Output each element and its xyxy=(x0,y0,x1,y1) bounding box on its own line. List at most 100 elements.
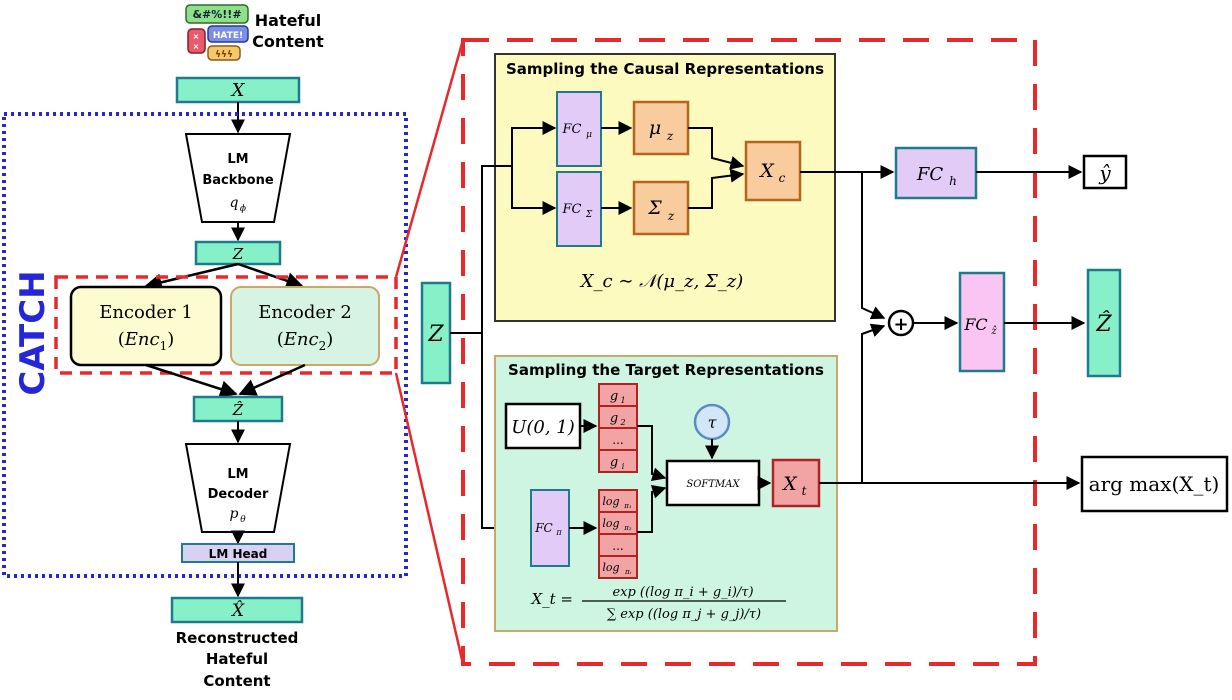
zoom-line-bottom xyxy=(394,372,465,665)
svg-text:X̂: X̂ xyxy=(230,601,245,621)
z-latent-box[interactable]: Z xyxy=(194,240,282,266)
catch-label: CATCH xyxy=(13,270,53,395)
svg-text:πᵢ: πᵢ xyxy=(624,568,632,576)
svg-text:p: p xyxy=(230,506,239,522)
x-hat-output-box[interactable]: X̂ xyxy=(170,596,304,624)
fc-zhat-box[interactable]: FC ẑ xyxy=(958,271,1006,373)
svg-text:LM: LM xyxy=(227,152,248,167)
svg-text:h: h xyxy=(949,174,957,188)
svg-text:θ: θ xyxy=(240,515,246,525)
svg-text:ϟϟϟ: ϟϟϟ xyxy=(215,50,233,60)
reconstructed-label-line1: Reconstructed xyxy=(176,629,299,647)
svg-text:g: g xyxy=(610,411,618,426)
svg-text:FC: FC xyxy=(562,122,582,137)
svg-text:FC: FC xyxy=(916,164,943,185)
svg-text:LM: LM xyxy=(227,467,248,482)
svg-text:Σ: Σ xyxy=(647,197,662,219)
gumbel-softmax-formula: X_t = exp ((log π_i + g_i)/τ) ∑ exp ((lo… xyxy=(530,585,786,622)
lm-head-box[interactable]: LM Head xyxy=(181,543,295,563)
svg-text:g: g xyxy=(610,389,618,404)
mu-z-box[interactable]: μ z xyxy=(632,100,690,156)
svg-text:Encoder 2: Encoder 2 xyxy=(258,302,352,323)
concat-plus-node: + xyxy=(887,309,915,337)
svg-text:X: X xyxy=(781,473,798,495)
svg-text:U(0, 1): U(0, 1) xyxy=(511,417,575,438)
svg-text:i: i xyxy=(622,462,625,471)
svg-text:FC: FC xyxy=(562,202,582,217)
svg-text:Encoder 1: Encoder 1 xyxy=(99,302,193,323)
svg-text:LM Head: LM Head xyxy=(209,547,268,561)
reconstructed-label-line2: Hateful xyxy=(206,650,268,668)
sigma-z-box[interactable]: Σ z xyxy=(632,180,690,236)
svg-text:log: log xyxy=(602,517,619,530)
svg-text:...: ... xyxy=(612,539,623,553)
tau-temperature-node[interactable]: τ xyxy=(693,403,731,441)
svg-text:+: + xyxy=(893,314,908,335)
svg-text:FC: FC xyxy=(963,315,987,334)
zoom-line-top xyxy=(394,39,465,278)
lm-backbone-block[interactable]: LM Backbone q ϕ xyxy=(184,133,292,223)
causal-panel-title: Sampling the Causal Representations xyxy=(506,60,824,78)
svg-text:1: 1 xyxy=(620,396,625,405)
hateful-content-icon: &#%!!# HATE! × × ϟϟϟ xyxy=(185,4,249,61)
svg-text:exp ((log π_i + g_i)/τ): exp ((log π_i + g_i)/τ) xyxy=(612,585,753,600)
target-panel-title: Sampling the Target Representations xyxy=(508,361,824,379)
argmax-output-box[interactable]: arg max(X_t) xyxy=(1080,455,1229,513)
encoders-dashed-region xyxy=(54,275,398,375)
svg-text:SOFTMAX: SOFTMAX xyxy=(686,479,740,490)
svg-text:log: log xyxy=(602,561,619,574)
svg-text:τ: τ xyxy=(708,413,718,432)
z-input-box[interactable]: Z xyxy=(420,281,452,385)
svg-text:ẑ: ẑ xyxy=(990,326,997,337)
svg-text:Ẑ: Ẑ xyxy=(232,401,244,419)
svg-text:X: X xyxy=(758,160,775,182)
xt-box[interactable]: X t xyxy=(771,458,821,508)
svg-text:g: g xyxy=(610,455,618,470)
svg-text:×: × xyxy=(193,42,200,51)
softmax-box[interactable]: SOFTMAX xyxy=(665,459,761,507)
svg-text:q: q xyxy=(230,195,239,211)
gumbel-samples-column: g 1 g 2 ... g i xyxy=(598,383,638,473)
encoder-1-block[interactable]: Encoder 1 (Enc1) xyxy=(69,285,223,367)
svg-text:HATE!: HATE! xyxy=(213,31,243,41)
svg-text:z: z xyxy=(666,129,674,143)
encoder-2-block[interactable]: Encoder 2 (Enc2) xyxy=(230,286,380,366)
svg-text:z: z xyxy=(667,209,675,223)
log-pi-column: log π₁ log π₂ ... log πᵢ xyxy=(598,489,638,579)
svg-text:Backbone: Backbone xyxy=(202,173,274,188)
svg-text:...: ... xyxy=(612,433,623,447)
svg-text:ŷ: ŷ xyxy=(1098,161,1111,185)
fc-h-box[interactable]: FC h xyxy=(894,146,978,200)
reconstructed-label-line3: Content xyxy=(203,672,270,690)
svg-text:t: t xyxy=(802,484,807,498)
uniform-noise-box[interactable]: U(0, 1) xyxy=(504,402,582,450)
svg-text:ϕ: ϕ xyxy=(240,204,246,214)
svg-text:Z: Z xyxy=(427,322,444,347)
input-x-box[interactable]: X xyxy=(175,76,301,104)
svg-text:2: 2 xyxy=(619,418,625,427)
z-hat-box[interactable]: Ẑ xyxy=(192,395,284,423)
svg-text:(Enc1): (Enc1) xyxy=(118,329,175,353)
svg-text:π₂: π₂ xyxy=(623,524,632,532)
svg-text:X_t =: X_t = xyxy=(530,590,573,608)
y-hat-output-box[interactable]: ŷ xyxy=(1082,154,1128,190)
causal-formula: X_c ∼ 𝒩(μ_z, Σ_z) xyxy=(579,271,744,292)
svg-text:(Enc2): (Enc2) xyxy=(277,329,334,353)
svg-text:X: X xyxy=(230,80,246,101)
xc-box[interactable]: X c xyxy=(744,140,802,202)
fc-sigma-box[interactable]: FC Σ xyxy=(556,171,602,247)
svg-text:μ: μ xyxy=(649,117,661,139)
fc-mu-box[interactable]: FC μ xyxy=(556,91,602,167)
hateful-label-line2: Content xyxy=(252,32,324,51)
fc-pi-box[interactable]: FC π xyxy=(530,489,570,567)
lm-decoder-block[interactable]: LM Decoder p θ xyxy=(184,443,292,533)
svg-text:μ: μ xyxy=(586,130,592,140)
svg-text:π₁: π₁ xyxy=(623,502,632,510)
svg-text:Z: Z xyxy=(232,245,244,263)
svg-text:c: c xyxy=(779,171,786,185)
z-hat-output-box[interactable]: Ẑ xyxy=(1086,268,1122,378)
svg-text:Decoder: Decoder xyxy=(208,487,269,502)
expanded-encoder-region xyxy=(461,38,1037,666)
